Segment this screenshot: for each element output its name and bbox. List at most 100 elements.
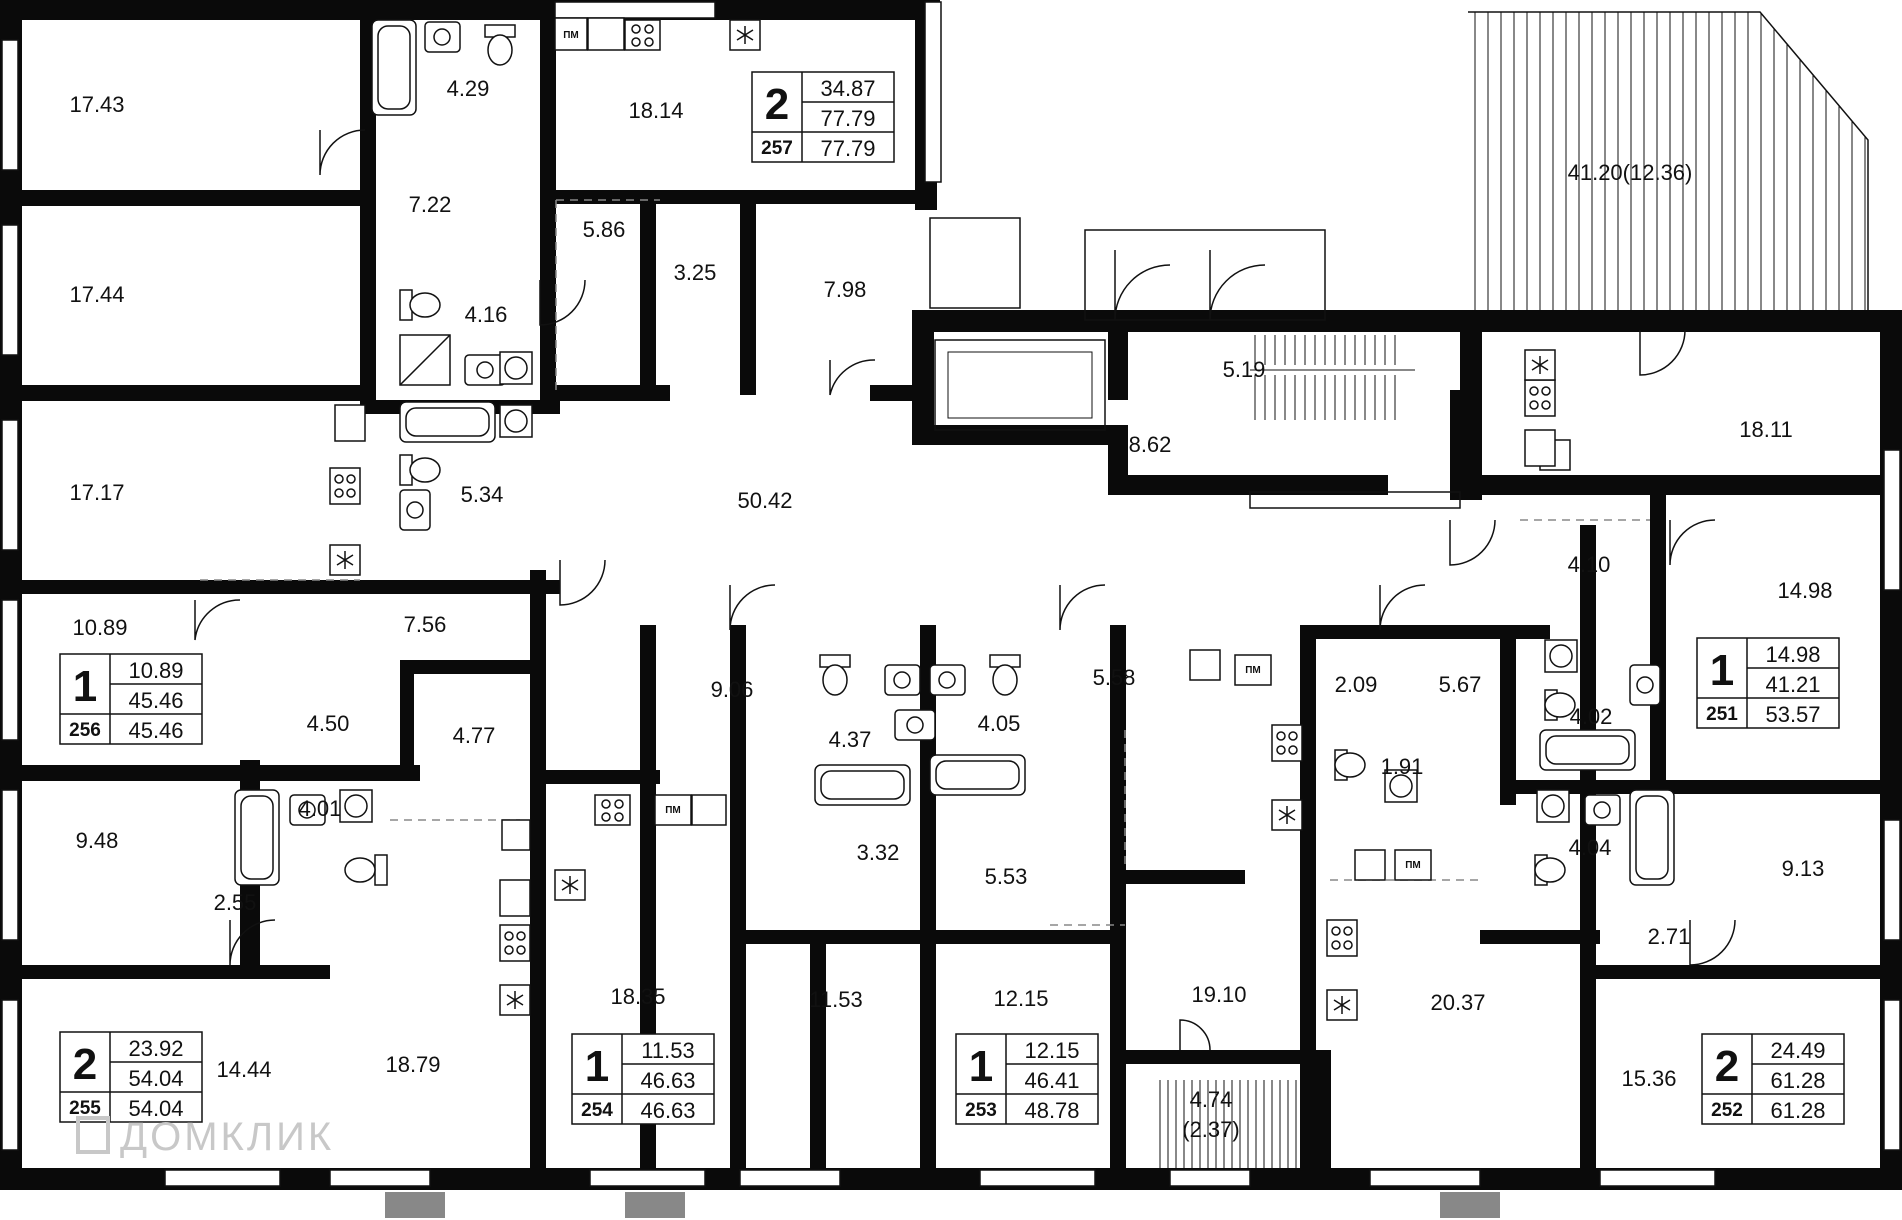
room-area: 18.14 xyxy=(628,98,683,123)
stair-windows xyxy=(929,217,1461,509)
svg-text:ПМ: ПМ xyxy=(665,805,681,816)
room-area: 12.15 xyxy=(993,986,1048,1011)
svg-text:34.87: 34.87 xyxy=(820,76,875,101)
svg-text:14.98: 14.98 xyxy=(1765,642,1820,667)
room-area: 3.32 xyxy=(857,840,900,865)
room-area: 7.56 xyxy=(404,612,447,637)
ventilation-icon xyxy=(1524,349,1556,381)
svg-text:252: 252 xyxy=(1711,1100,1743,1121)
toilet-icon xyxy=(399,454,441,486)
ventilation-icon xyxy=(1326,989,1358,1021)
apartment-badge-255: 2 23.92 54.04 255 54.04 xyxy=(59,1031,203,1123)
svg-text:46.63: 46.63 xyxy=(640,1098,695,1123)
room-area: 9.13 xyxy=(1782,856,1825,881)
stairs xyxy=(1250,335,1415,420)
svg-text:10.89: 10.89 xyxy=(128,658,183,683)
sink-icon xyxy=(289,794,326,826)
stove-icon xyxy=(1326,919,1358,957)
loggia xyxy=(1159,1080,1297,1168)
svg-text:257: 257 xyxy=(761,138,793,159)
apartment-badge-254: 1 11.53 46.63 254 46.63 xyxy=(571,1033,715,1125)
room-area: 5.58 xyxy=(1093,665,1136,690)
room-area: 2.71 xyxy=(1648,924,1691,949)
lift-shaft xyxy=(934,339,1106,431)
sink-icon xyxy=(894,709,936,741)
room-area: 4.50 xyxy=(307,711,350,736)
svg-text:41.21: 41.21 xyxy=(1765,672,1820,697)
svg-text:46.41: 46.41 xyxy=(1024,1068,1079,1093)
room-area: 5.53 xyxy=(985,864,1028,889)
sink-icon xyxy=(464,354,506,386)
room-area: 9.06 xyxy=(711,677,754,702)
svg-text:ПМ: ПМ xyxy=(563,30,579,41)
svg-text:53.57: 53.57 xyxy=(1765,702,1820,727)
room-area: 14.98 xyxy=(1777,578,1832,603)
bathtub-icon xyxy=(1539,729,1636,771)
bathtub-icon xyxy=(234,789,280,886)
room-area: 4.29 xyxy=(447,76,490,101)
washer-icon xyxy=(339,789,373,823)
room-area: (2.37) xyxy=(1182,1117,1239,1142)
doors xyxy=(194,129,1736,1051)
room-area: 5.67 xyxy=(1439,672,1482,697)
svg-text:54.04: 54.04 xyxy=(128,1066,183,1091)
room-area: 4.74 xyxy=(1190,1087,1233,1112)
svg-text:2: 2 xyxy=(73,1040,97,1089)
room-area: 8.62 xyxy=(1129,432,1172,457)
room-area: 10.89 xyxy=(72,615,127,640)
bathtub-icon xyxy=(814,764,911,806)
washer-icon xyxy=(1384,769,1418,803)
svg-text:ДОМКЛИК: ДОМКЛИК xyxy=(120,1115,334,1159)
room-area: 5.34 xyxy=(461,482,504,507)
shower-icon xyxy=(399,334,451,386)
sink-icon xyxy=(929,664,966,696)
room-area: 18.35 xyxy=(610,984,665,1009)
toilet-icon xyxy=(1544,689,1576,721)
ventilation-icon xyxy=(1271,799,1303,831)
svg-text:12.15: 12.15 xyxy=(1024,1038,1079,1063)
svg-text:255: 255 xyxy=(69,1098,101,1119)
svg-text:ПМ: ПМ xyxy=(1245,665,1261,676)
room-labels: 17.43 4.29 18.14 41.20(12.36) 7.22 5.86 … xyxy=(69,76,1832,1142)
room-area: 4.37 xyxy=(829,727,872,752)
washer-icon xyxy=(499,351,533,385)
room-area: 9.48 xyxy=(76,828,119,853)
sink-icon xyxy=(1629,664,1661,706)
stove-icon xyxy=(594,794,631,826)
room-area: 4.02 xyxy=(1570,704,1613,729)
room-area: 18.11 xyxy=(1739,417,1792,442)
washer-icon xyxy=(499,404,533,438)
svg-text:256: 256 xyxy=(69,720,101,741)
svg-text:46.63: 46.63 xyxy=(640,1068,695,1093)
svg-text:23.92: 23.92 xyxy=(128,1036,183,1061)
room-area: 18.79 xyxy=(385,1052,440,1077)
apartment-badge-256: 1 10.89 45.46 256 45.46 xyxy=(59,653,203,745)
svg-text:251: 251 xyxy=(1706,704,1738,725)
bathtub-icon xyxy=(929,754,1026,796)
toilet-icon xyxy=(484,24,516,66)
room-area: 4.10 xyxy=(1568,552,1611,577)
sink-icon xyxy=(1584,794,1621,826)
svg-text:45.46: 45.46 xyxy=(128,718,183,743)
room-area: 2.55 xyxy=(214,890,257,915)
room-area: 4.04 xyxy=(1569,835,1612,860)
sink-icon xyxy=(424,21,461,53)
svg-text:77.79: 77.79 xyxy=(820,106,875,131)
room-area: 4.05 xyxy=(978,711,1021,736)
toilet-icon xyxy=(989,654,1021,696)
stove-icon xyxy=(1524,379,1556,417)
apartment-badge-251: 1 14.98 41.21 251 53.57 xyxy=(1696,637,1840,729)
svg-text:1: 1 xyxy=(585,1042,609,1091)
windows xyxy=(1,1,1901,1187)
room-area: 1.91 xyxy=(1381,754,1424,779)
stove-icon xyxy=(499,924,531,962)
ventilation-icon xyxy=(499,984,531,1016)
stove-icon xyxy=(1271,724,1303,762)
fridge-icon xyxy=(501,17,1571,881)
room-area: 11.53 xyxy=(809,987,862,1012)
room-area: 4.77 xyxy=(453,723,496,748)
toilet-icon xyxy=(1334,749,1366,781)
room-area: 7.22 xyxy=(409,192,452,217)
watermark: ДОМКЛИК xyxy=(76,1115,334,1159)
room-area: 41.20(12.36) xyxy=(1568,160,1693,185)
